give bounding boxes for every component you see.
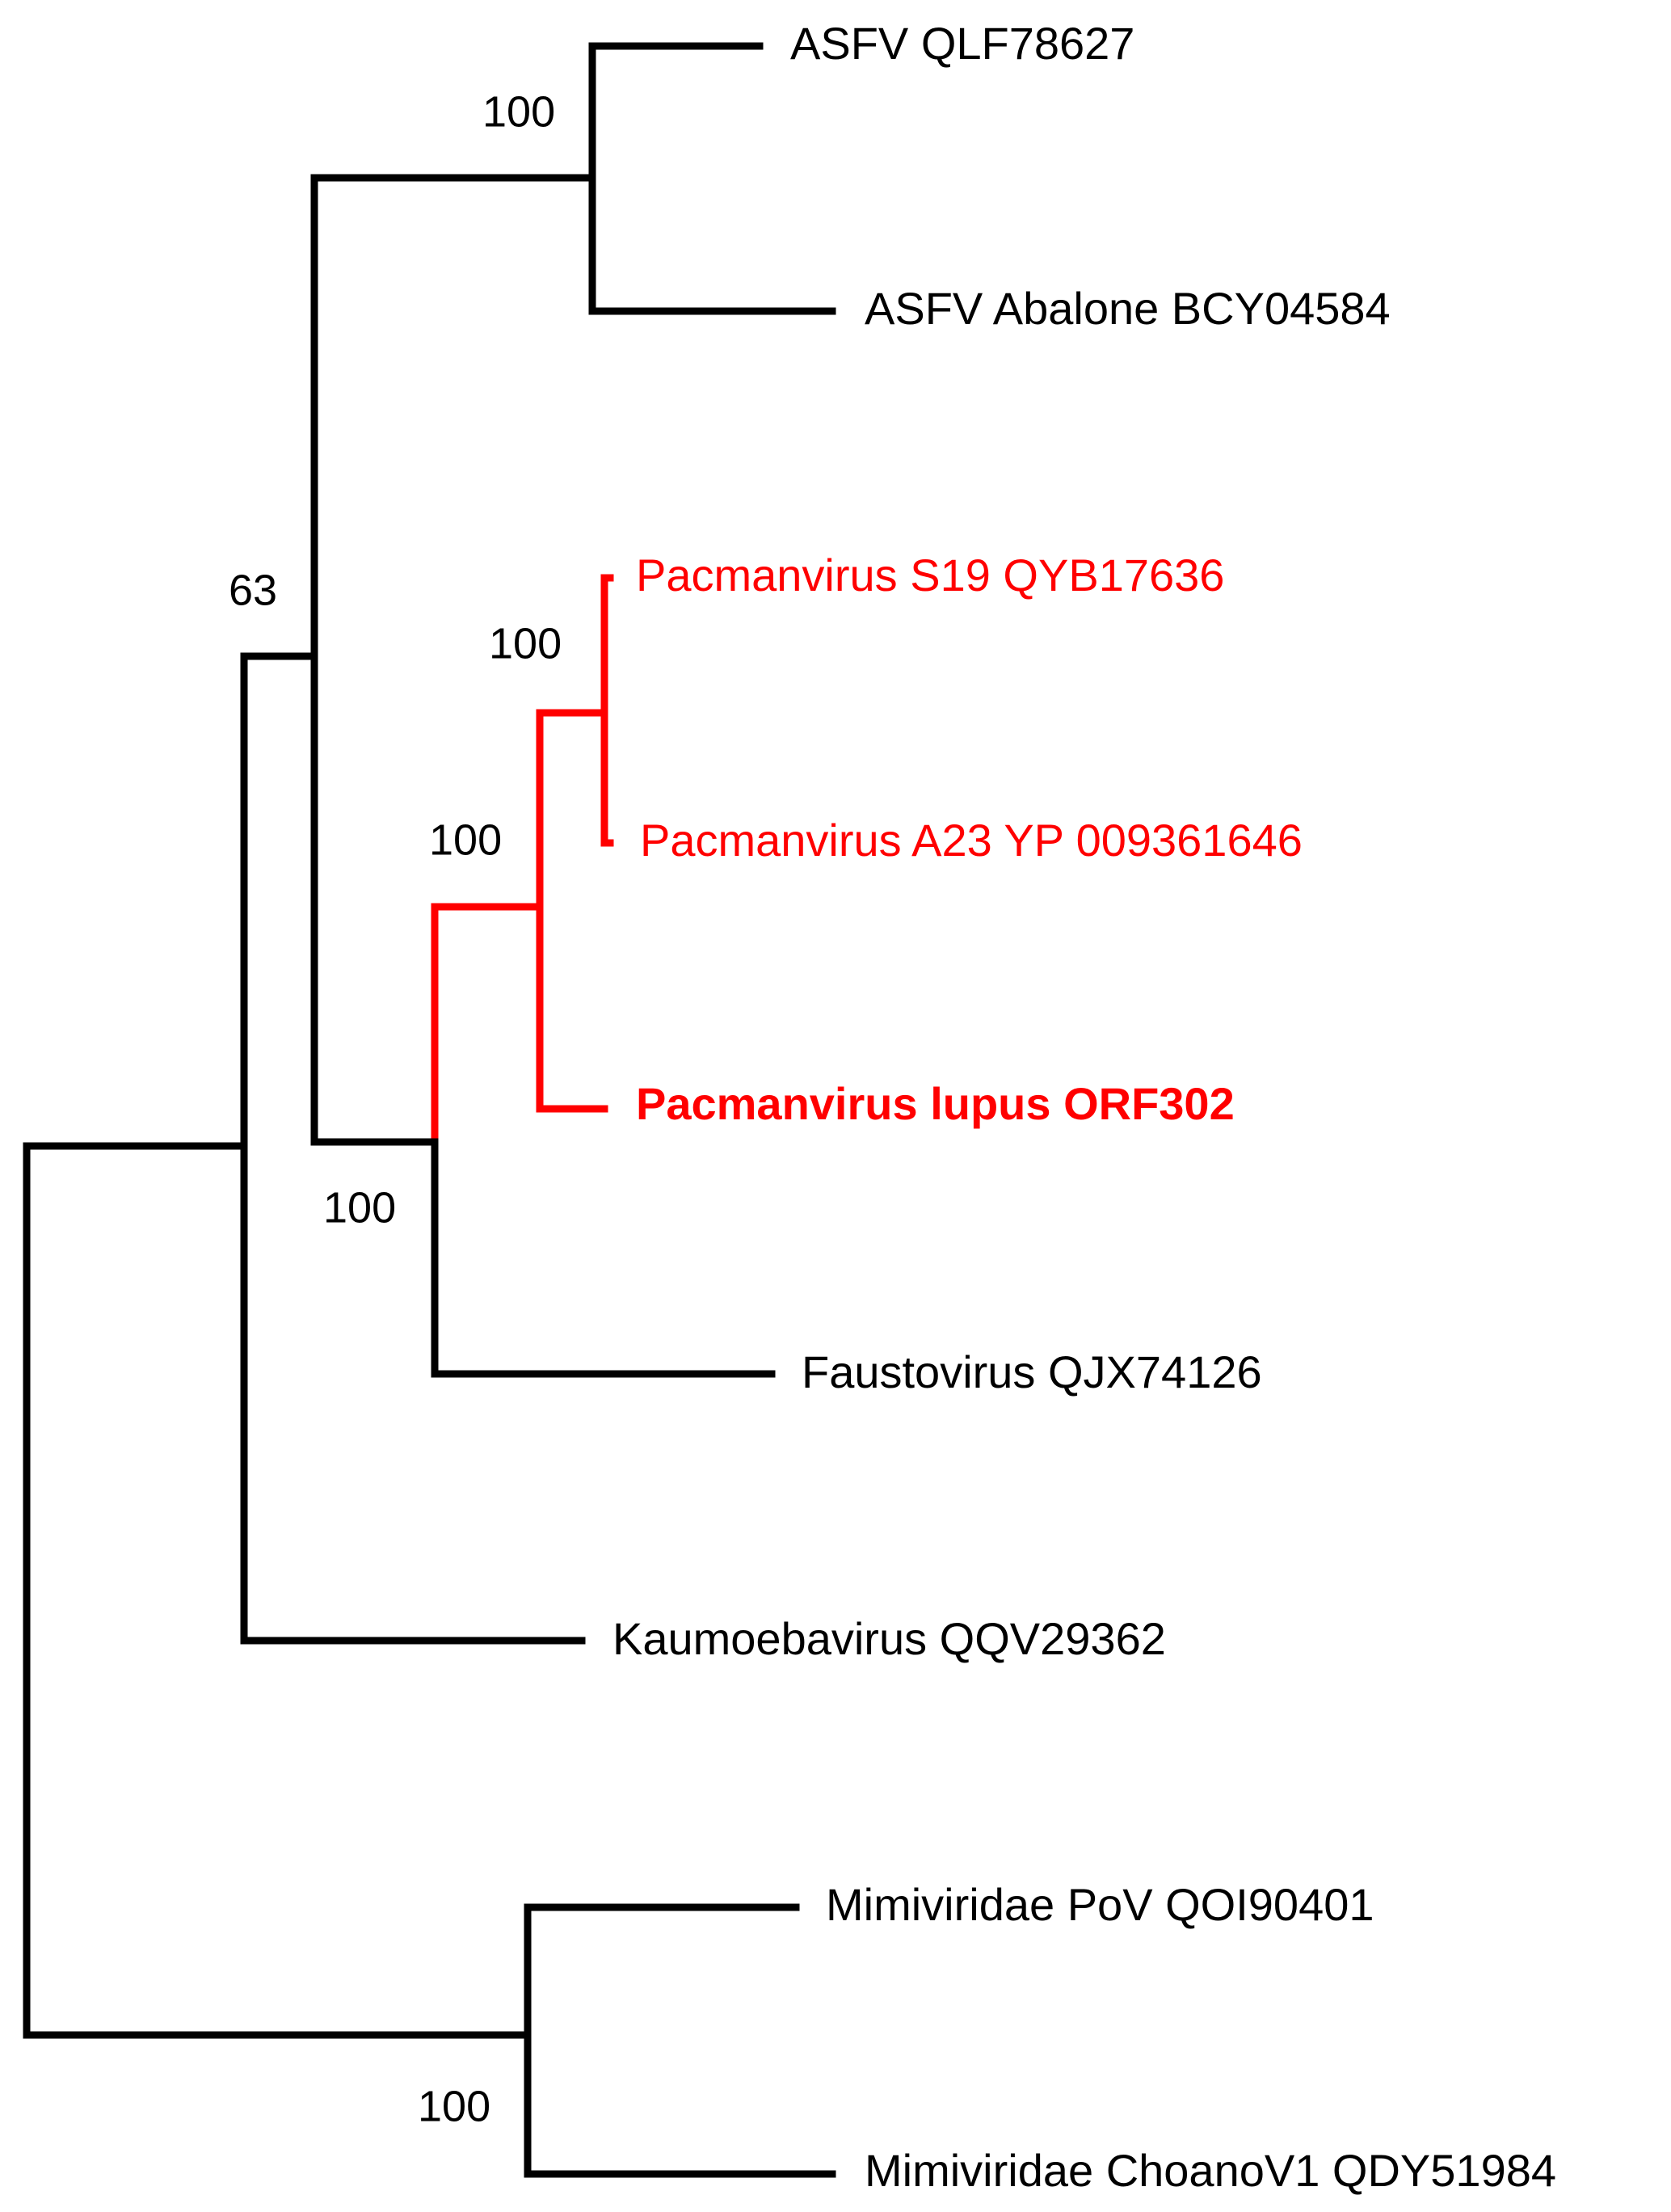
support-value-asfv: 100 (482, 87, 555, 136)
leaf-label-asfv: ASFV QLF78627 (790, 18, 1134, 69)
support-value-pacman-s19-a23: 100 (489, 619, 562, 668)
support-value-node-63: 63 (229, 566, 277, 614)
support-value-pacman-all: 100 (429, 815, 502, 864)
support-value-mimiviridae: 100 (418, 2082, 490, 2130)
support-value-pacman-fausto: 100 (323, 1183, 396, 1232)
leaf-label-asfv-abalone: ASFV Abalone BCY04584 (865, 283, 1391, 334)
leaf-label-pacman-s19: Pacmanvirus S19 QYB17636 (636, 550, 1224, 600)
leaf-label-kaumoebavirus: Kaumoebavirus QQV29362 (612, 1613, 1166, 1664)
leaf-label-pacman-a23: Pacmanvirus A23 YP 009361646 (640, 815, 1303, 866)
leaf-labels: ASFV QLF78627 ASFV Abalone BCY04584 Pacm… (612, 18, 1556, 2196)
leaf-label-mimi-pov: Mimiviridae PoV QOI90401 (826, 1879, 1374, 1930)
leaf-label-mimi-choano: Mimiviridae ChoanoV1 QDY51984 (865, 2145, 1556, 2196)
leaf-label-faustovirus: Faustovirus QJX74126 (802, 1346, 1262, 1397)
leaf-label-pacman-lupus: Pacmanvirus lupus ORF302 (636, 1078, 1235, 1129)
tree-branches (23, 42, 836, 2178)
support-values: 100 63 100 100 100 100 (229, 87, 562, 2130)
